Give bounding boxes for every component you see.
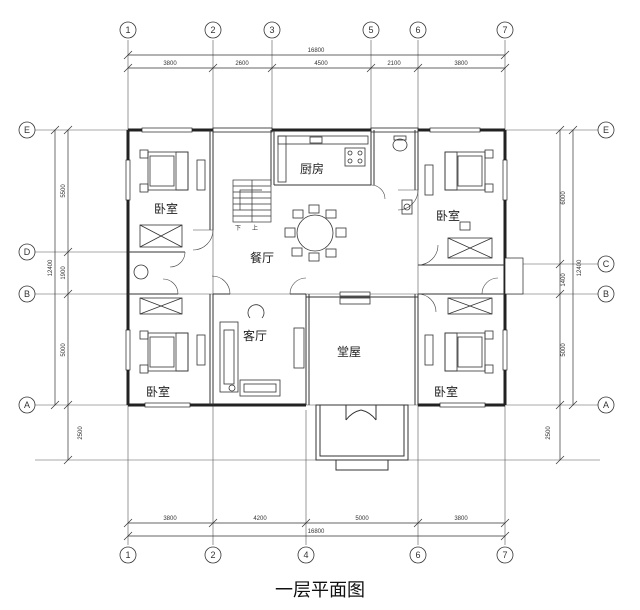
bottom-dim-4: 3800 [454,516,468,522]
left-dim-3: 5000 [61,343,67,357]
axis-label-bottom-2: 2 [210,550,215,560]
axis-bubbles-right [597,121,615,414]
top-dim-3: 4500 [314,61,328,67]
axis-label-top-1: 1 [125,25,130,35]
staircase [232,179,272,223]
left-dim-2: 1900 [61,266,67,280]
room-label-bedroom-sw: 卧室 [146,384,170,399]
left-dim-1: 5500 [61,184,67,198]
axis-label-bottom-1: 1 [125,550,130,560]
top-dim-1: 3800 [163,61,177,67]
room-label-hall: 堂屋 [337,345,361,359]
bottom-total-dim: 16800 [308,529,325,535]
bottom-dimensions [123,518,510,541]
bottom-dim-2: 4200 [253,516,267,522]
door-swings [162,184,499,313]
axis-label-top-4: 5 [368,25,373,35]
left-dimensions [50,125,73,465]
right-dim-4: 2500 [546,426,552,440]
top-dim-4: 2100 [387,61,401,67]
top-dimensions [123,50,510,73]
plan-caption: 一层平面图 [275,580,365,601]
top-total-dim: 16800 [308,48,325,54]
axis-label-top-2: 2 [210,25,215,35]
axis-label-left-3: B [24,289,30,299]
left-total-dim: 12400 [48,259,54,276]
axis-label-top-3: 3 [269,25,274,35]
axis-label-right-4: A [603,400,609,410]
room-label-kitchen: 厨房 [300,161,324,176]
room-label-bedroom-ne: 卧室 [436,208,460,223]
bed-nw [139,149,206,248]
stair-up-label: 上 [252,224,258,232]
left-dim-4: 2500 [78,426,84,440]
porch [315,404,409,471]
dining-table [284,204,347,262]
axis-label-right-3: B [603,289,609,299]
bed-ne [424,149,494,259]
hall-furniture [339,297,371,305]
right-dim-1: 6000 [561,191,567,205]
axis-label-left-4: A [24,400,30,410]
kitchen-fixtures [277,135,369,183]
axis-label-right-2: C [603,259,610,269]
axis-label-top-5: 6 [415,25,420,35]
axis-label-right-1: E [603,125,609,135]
room-label-dining: 餐厅 [250,250,274,265]
right-dimensions [555,125,578,465]
axis-label-left-1: E [24,125,30,135]
right-total-dim: 12400 [577,259,583,276]
room-label-bedroom-nw: 卧室 [154,201,178,216]
axis-bubbles-bottom [119,546,514,564]
windows [125,127,524,408]
axis-label-bottom-4: 6 [415,550,420,560]
bathroom-fixtures [133,135,413,280]
interior-walls [128,130,505,405]
room-label-bedroom-se: 卧室 [434,384,458,399]
room-label-living: 客厅 [243,328,267,343]
top-dim-2: 2600 [235,61,249,67]
right-dim-2: 1400 [561,273,567,287]
bed-se [424,297,494,374]
axis-label-left-2: D [24,247,31,257]
living-furniture [219,304,305,397]
axis-bubbles-top [119,21,514,39]
right-dim-3: 5000 [561,343,567,357]
top-dim-5: 3800 [454,61,468,67]
stair-down-label: 下 [235,225,241,232]
axis-label-top-6: 7 [502,25,507,35]
bottom-dim-1: 3800 [163,516,177,522]
bottom-dim-3: 5000 [355,516,369,522]
axis-label-bottom-3: 4 [303,550,308,560]
bed-sw [139,297,206,374]
axis-bubbles-left [18,121,36,414]
axis-label-bottom-5: 7 [502,550,507,560]
